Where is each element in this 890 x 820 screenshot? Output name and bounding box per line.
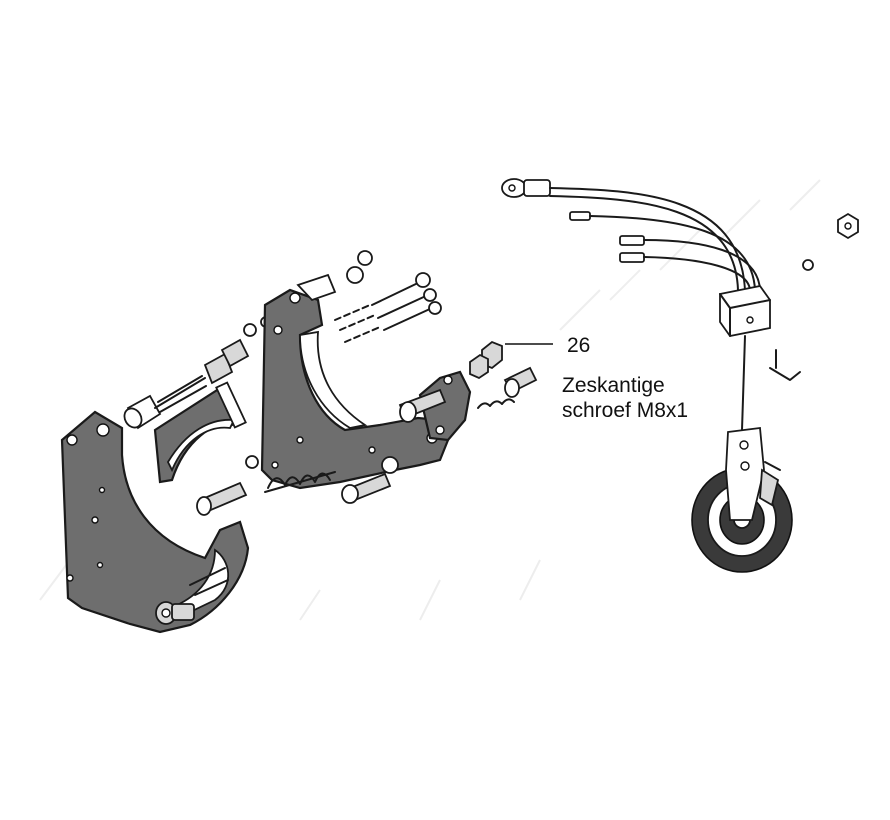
inner-support-bracket xyxy=(153,381,247,484)
callout-number: 26 xyxy=(567,334,591,357)
part-description: Zeskantige schroef M8x1 xyxy=(562,374,688,424)
small-nuts-right xyxy=(769,212,859,381)
rear-mounting-bracket xyxy=(260,288,450,490)
adjuster-bracket xyxy=(398,370,472,442)
wiring-harness xyxy=(501,178,771,431)
hex-screw-m8x1 xyxy=(469,340,538,409)
spacer-sleeve xyxy=(123,394,162,430)
tension-spring-assembly xyxy=(196,455,399,516)
part-description-line-2: schroef M8x1 xyxy=(562,398,689,422)
front-mounting-bracket xyxy=(60,410,250,634)
part-description-line-1: Zeskantige xyxy=(562,374,665,397)
upper-fixing-bolts xyxy=(296,250,442,343)
pulley-assembly xyxy=(691,426,793,573)
